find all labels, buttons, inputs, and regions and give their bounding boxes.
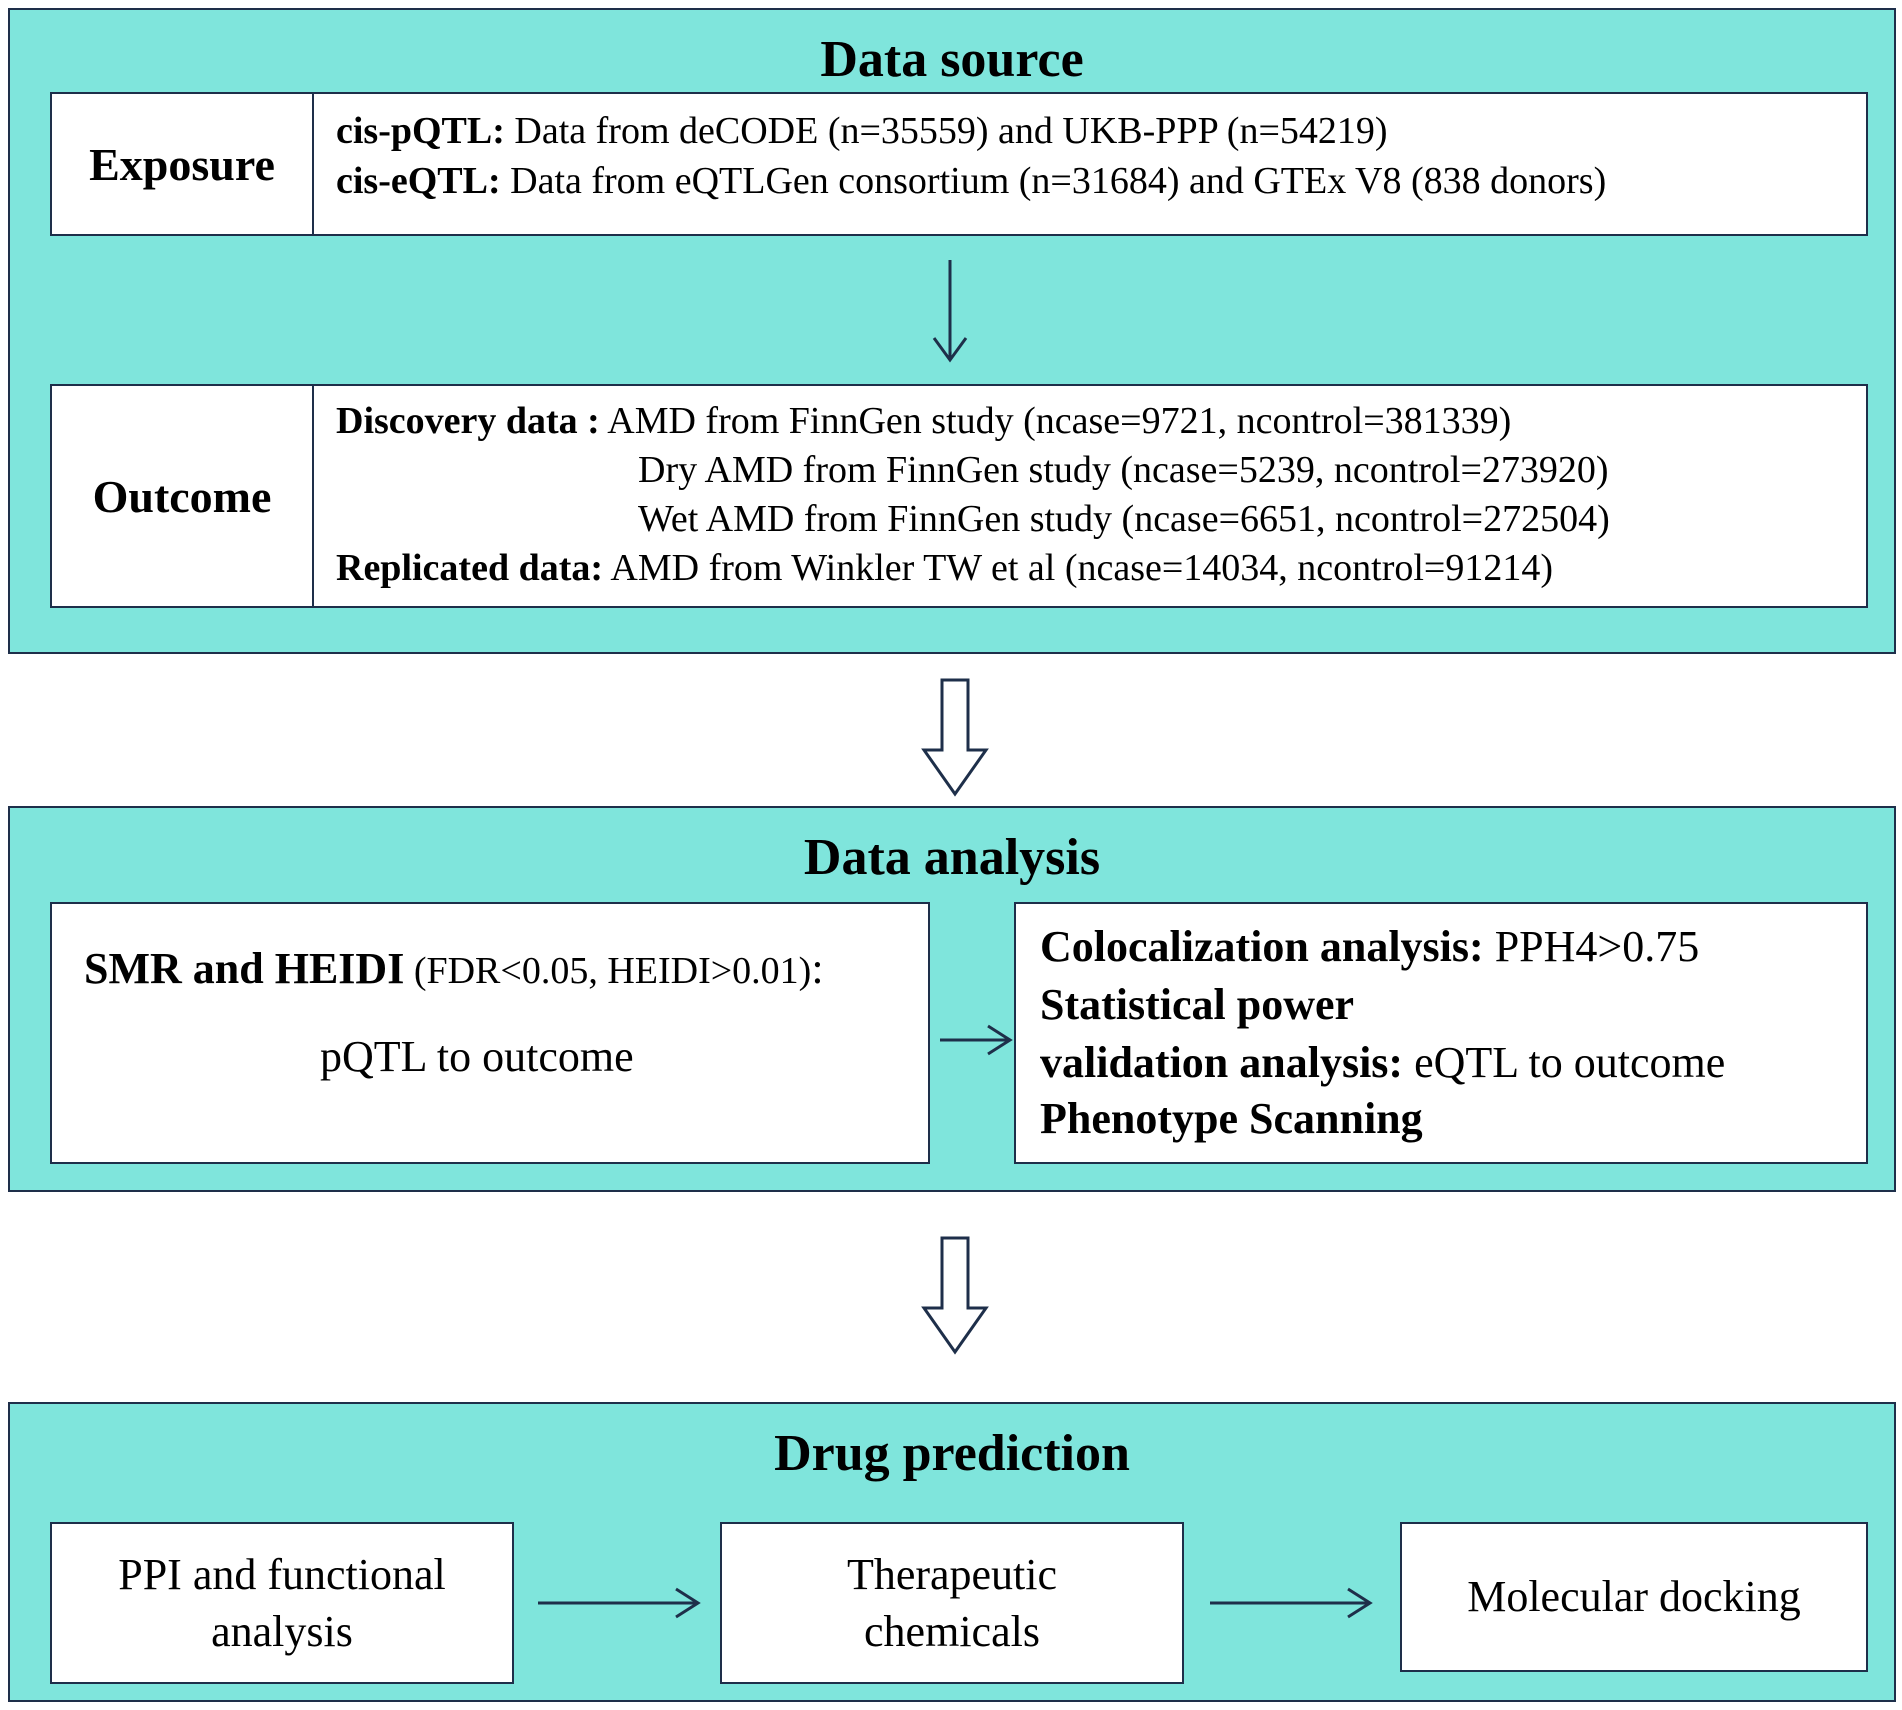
- arrow-ppi-to-therapeutic: [538, 1587, 701, 1619]
- step-docking-box: Molecular docking: [1400, 1522, 1868, 1672]
- replicated-data-text: AMD from Winkler TW et al (ncase=14034, …: [603, 547, 1554, 589]
- outcome-details-box: Discovery data : AMD from FinnGen study …: [312, 384, 1868, 608]
- step-therapeutic-line1: Therapeutic: [846, 1549, 1058, 1599]
- exposure-line-pqtl-label: cis-pQTL:: [336, 110, 505, 152]
- step-ppi-line2: analysis: [211, 1607, 353, 1656]
- step-docking-line1: Molecular docking: [1467, 1572, 1801, 1622]
- phenotype-scanning: Phenotype Scanning: [1040, 1094, 1423, 1143]
- smr-heidi-colon: :: [811, 944, 824, 993]
- smr-heidi-box: SMR and HEIDI (FDR<0.05, HEIDI>0.01): pQ…: [50, 902, 930, 1164]
- validation-label: validation analysis:: [1040, 1038, 1404, 1087]
- exposure-line-eqtl-label: cis-eQTL:: [336, 160, 501, 202]
- data-analysis-title: Data analysis: [803, 829, 1101, 886]
- step-therapeutic-text: Therapeutic chemicals: [722, 1524, 1182, 1682]
- colocalization-box: Colocalization analysis: PPH4>0.75 Stati…: [1014, 902, 1868, 1164]
- validation-line: validation analysis: eQTL to outcome: [1040, 1038, 1725, 1089]
- arrow-therapeutic-to-docking: [1210, 1587, 1373, 1619]
- step-therapeutic-box: Therapeutic chemicals: [720, 1522, 1184, 1684]
- smr-heidi-line: SMR and HEIDI (FDR<0.05, HEIDI>0.01):: [84, 944, 824, 995]
- discovery-data-label: Discovery data :: [336, 400, 600, 442]
- outcome-discovery-line-1: Discovery data : AMD from FinnGen study …: [336, 400, 1511, 444]
- outcome-label: Outcome: [92, 470, 272, 522]
- exposure-label: Exposure: [89, 138, 275, 190]
- smr-heidi-label: SMR and HEIDI: [84, 944, 405, 993]
- drug-prediction-panel: Drug prediction PPI and functional analy…: [8, 1402, 1896, 1702]
- colocalization-label: Colocalization analysis:: [1040, 922, 1484, 971]
- outcome-discovery-line-3: Wet AMD from FinnGen study (ncase=6651, …: [638, 498, 1610, 540]
- pqtl-to-outcome: pQTL to outcome: [320, 1032, 634, 1081]
- exposure-line-pqtl: cis-pQTL: Data from deCODE (n=35559) and…: [336, 110, 1388, 154]
- replicated-data-label: Replicated data:: [336, 547, 604, 589]
- outcome-replicated-line: Replicated data: AMD from Winkler TW et …: [336, 547, 1553, 591]
- step-ppi-box: PPI and functional analysis: [50, 1522, 514, 1684]
- discovery-amd: AMD from FinnGen study (ncase=9721, ncon…: [607, 400, 1512, 442]
- hollow-arrow-analysis-to-drug: [921, 1236, 989, 1355]
- data-source-panel: Data source Exposure cis-pQTL: Data from…: [8, 8, 1896, 654]
- step-ppi-line1: PPI and functional: [118, 1549, 446, 1599]
- exposure-details-box: cis-pQTL: Data from deCODE (n=35559) and…: [312, 92, 1868, 236]
- drug-prediction-title: Drug prediction: [774, 1425, 1130, 1482]
- step-ppi-text: PPI and functional analysis: [52, 1524, 512, 1682]
- data-analysis-panel: Data analysis SMR and HEIDI (FDR<0.05, H…: [8, 806, 1896, 1192]
- exposure-label-box: Exposure: [50, 92, 314, 236]
- outcome-discovery-line-2: Dry AMD from FinnGen study (ncase=5239, …: [638, 449, 1609, 491]
- exposure-line-pqtl-text: Data from deCODE (n=35559) and UKB-PPP (…: [504, 110, 1388, 152]
- smr-heidi-criteria: (FDR<0.05, HEIDI>0.01): [404, 950, 812, 992]
- colocalization-line: Colocalization analysis: PPH4>0.75: [1040, 922, 1699, 973]
- hollow-arrow-source-to-analysis: [921, 678, 989, 797]
- colocalization-value: PPH4>0.75: [1483, 922, 1700, 971]
- outcome-label-box: Outcome: [50, 384, 314, 608]
- arrow-smr-to-colocalization: [940, 1024, 1013, 1056]
- step-docking-text: Molecular docking: [1402, 1524, 1866, 1670]
- exposure-line-eqtl: cis-eQTL: Data from eQTLGen consortium (…: [336, 160, 1606, 204]
- exposure-line-eqtl-text: Data from eQTLGen consortium (n=31684) a…: [500, 160, 1607, 202]
- data-source-title: Data source: [820, 31, 1084, 88]
- validation-text: eQTL to outcome: [1403, 1038, 1726, 1087]
- arrow-exposure-to-outcome: [932, 260, 968, 363]
- statistical-power: Statistical power: [1040, 980, 1355, 1029]
- step-therapeutic-line2: chemicals: [864, 1607, 1040, 1656]
